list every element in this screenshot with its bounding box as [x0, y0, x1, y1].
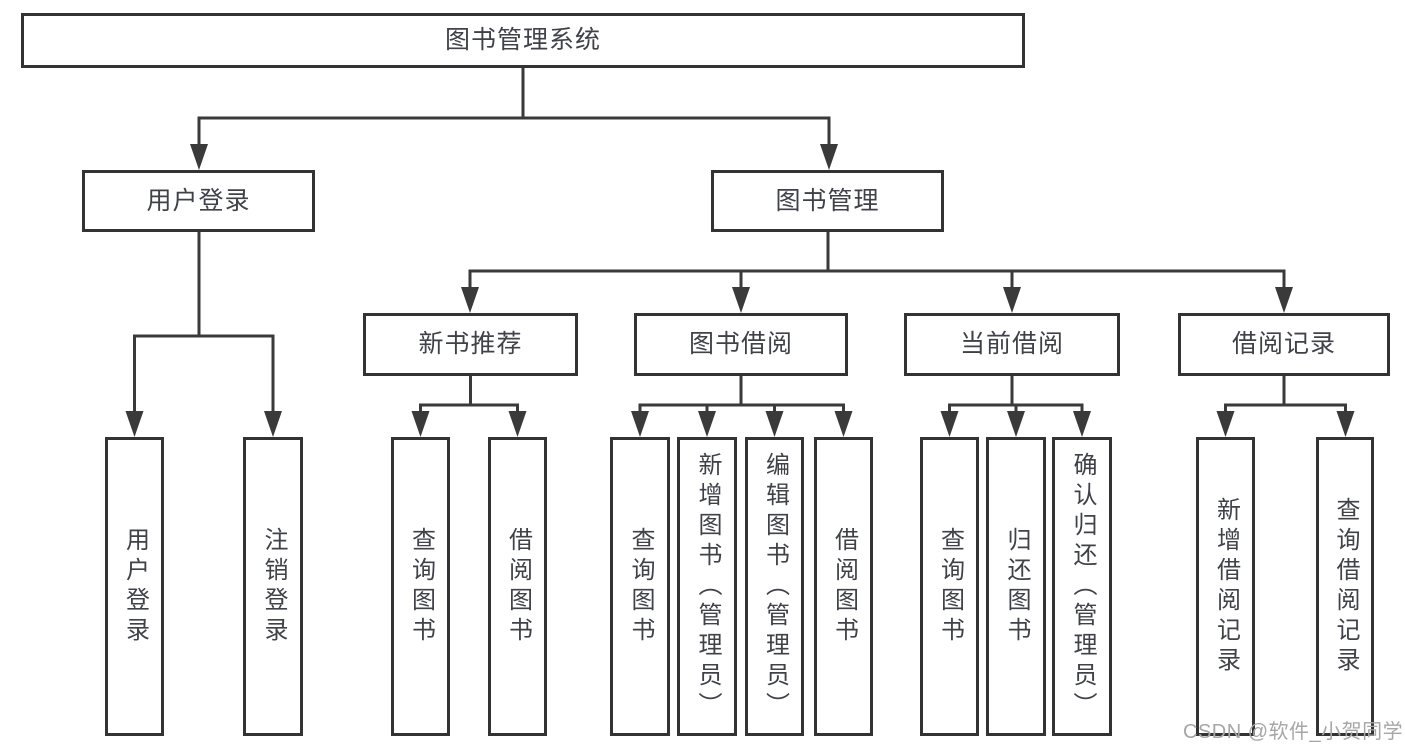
node-label: 图书管理系统: [444, 26, 601, 54]
csdn-watermark: CSDN @软件_小贺同学: [1183, 721, 1404, 743]
node-current-borrowing: 当前借阅: [904, 313, 1120, 376]
node-borrowing-records: 借阅记录: [1178, 313, 1390, 376]
node-user-login: 用户登录: [82, 170, 315, 232]
node-label: 注销登录: [260, 526, 287, 647]
leaf-confirm-return-admin: 确认归还（管理员）: [1052, 437, 1112, 736]
node-label: 新增借阅记录: [1212, 496, 1240, 677]
leaf-return-books: 归还图书: [986, 437, 1046, 736]
leaf-query-books-borrowing: 查询图书: [610, 437, 670, 736]
leaf-query-books-current: 查询图书: [920, 437, 979, 736]
node-book-management: 图书管理: [711, 170, 944, 232]
node-root: 图书管理系统: [21, 13, 1025, 68]
node-new-book-recommend: 新书推荐: [363, 313, 578, 376]
node-label: 图书管理: [775, 186, 880, 215]
node-label: 归还图书: [1003, 526, 1030, 647]
node-label: 图书借阅: [688, 330, 793, 358]
leaf-logout: 注销登录: [243, 437, 303, 736]
node-label: 用户登录: [146, 186, 251, 215]
leaf-add-borrow-record: 新增借阅记录: [1196, 437, 1255, 736]
leaf-edit-books-admin: 编辑图书（管理员）: [745, 437, 804, 736]
leaf-borrow-books-recommend: 借阅图书: [488, 437, 547, 736]
node-label: 借阅记录: [1231, 330, 1336, 358]
node-label: 查询图书: [407, 526, 435, 647]
leaf-query-books-recommend: 查询图书: [391, 437, 450, 736]
node-label: 借阅图书: [830, 526, 858, 647]
leaf-add-books-admin: 新增图书（管理员）: [677, 437, 737, 736]
leaf-query-borrow-record: 查询借阅记录: [1316, 437, 1374, 736]
node-label: 确认归还（管理员）: [1069, 451, 1096, 722]
leaf-borrow-books-borrowing: 借阅图书: [814, 437, 873, 736]
node-label: 编辑图书（管理员）: [761, 451, 789, 722]
node-label: 新增图书（管理员）: [694, 451, 721, 722]
node-book-borrowing: 图书借阅: [634, 313, 848, 376]
node-label: 查询图书: [936, 526, 964, 647]
node-label: 查询图书: [627, 526, 654, 647]
node-label: 新书推荐: [418, 330, 523, 358]
node-label: 借阅图书: [504, 526, 532, 647]
node-label: 用户登录: [121, 526, 149, 647]
node-label: 当前借阅: [959, 330, 1064, 358]
leaf-user-login: 用户登录: [105, 437, 164, 736]
node-label: 查询借阅记录: [1332, 496, 1359, 677]
